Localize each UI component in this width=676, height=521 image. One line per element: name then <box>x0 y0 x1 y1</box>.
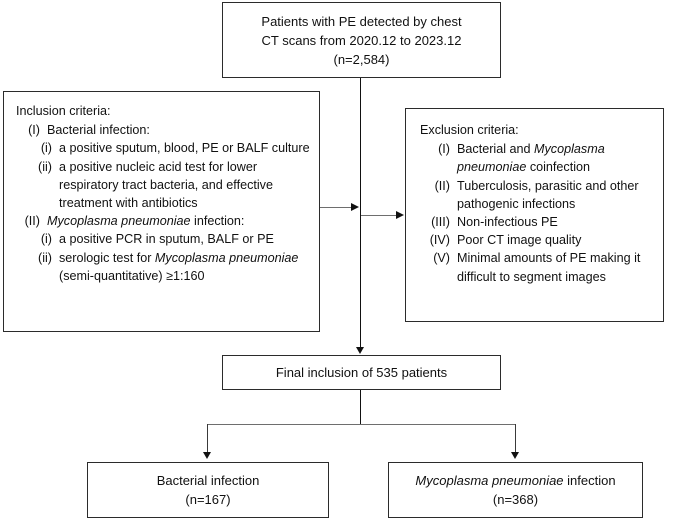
connector-main-to-exclusion <box>361 215 397 217</box>
inclusion-item-II-italic: Mycoplasma pneumoniae <box>47 214 191 229</box>
inclusion-heading: Inclusion criteria: <box>16 104 111 118</box>
exclusion-heading: Exclusion criteria: <box>420 123 519 137</box>
top-box-line-1: Patients with PE detected by chest <box>261 13 462 29</box>
inclusion-item-I-i-text: a positive sputum, blood, PE or BALF cul… <box>59 141 310 156</box>
outcome-mycoplasma-label: Mycoplasma pneumoniae infection <box>415 471 615 490</box>
arrow-to-bacterial-box <box>203 452 211 459</box>
inclusion-item-II-ii-italic: Mycoplasma pneumoniae <box>154 250 299 265</box>
exclusion-item-V-marker: (V) <box>433 251 450 266</box>
exclusion-item-IV-marker: (IV) <box>429 233 450 248</box>
inclusion-item-II-ii-text: serologic test for Mycoplasma pneumoniae… <box>59 249 310 285</box>
arrow-into-final-box <box>356 347 364 354</box>
connector-inclusion-to-main <box>320 207 352 209</box>
inclusion-item-II-marker: (II) <box>24 214 40 229</box>
exclusion-item-IV: (IV) Poor CT image quality <box>420 231 654 249</box>
outcome-box-mycoplasma: Mycoplasma pneumoniae infection (n=368) <box>388 462 643 518</box>
exclusion-item-III-text: Non-infectious PE <box>457 215 558 230</box>
inclusion-item-II-ii-marker: (ii) <box>38 250 52 265</box>
exclusion-item-II-text: Tuberculosis, parasitic and other pathog… <box>457 178 639 211</box>
inclusion-item-I: (I) Bacterial infection: <box>16 121 310 139</box>
inclusion-item-II-i-marker: (i) <box>40 232 52 247</box>
inclusion-item-I-marker: (I) <box>28 123 40 138</box>
exclusion-item-V: (V) Minimal amounts of PE making it diff… <box>420 249 654 285</box>
inclusion-item-II-i: (i) a positive PCR in sputum, BALF or PE <box>16 230 310 248</box>
exclusion-item-I: (I) Bacterial and Mycoplasma pneumoniae … <box>420 140 654 176</box>
inclusion-item-II-ii-head: serologic test for <box>59 250 155 265</box>
outcome-mycoplasma-count: (n=368) <box>492 492 539 507</box>
exclusion-item-II: (II) Tuberculosis, parasitic and other p… <box>420 177 654 213</box>
outcome-mycoplasma-rest: infection <box>563 473 616 488</box>
exclusion-item-II-marker: (II) <box>434 178 450 193</box>
inclusion-item-I-i-marker: (i) <box>40 141 52 156</box>
inclusion-item-II-ii-tail: (semi-quantitative) ≥1:160 <box>59 268 205 283</box>
outcome-mycoplasma-italic: Mycoplasma pneumoniae <box>415 473 564 488</box>
inclusion-item-II: (II) Mycoplasma pneumoniae infection: <box>16 212 310 230</box>
top-box-line-3: (n=2,584) <box>333 51 390 67</box>
inclusion-item-II-i-text: a positive PCR in sputum, BALF or PE <box>59 232 274 247</box>
inclusion-item-I-text: Bacterial infection: <box>47 123 150 138</box>
exclusion-item-III: (III) Non-infectious PE <box>420 213 654 231</box>
connector-branch-horizontal <box>208 424 516 426</box>
arrow-inclusion-to-main <box>351 203 359 211</box>
inclusion-item-I-ii-marker: (ii) <box>38 159 52 174</box>
connector-branch-left-down <box>207 424 209 453</box>
exclusion-item-I-text: Bacterial and Mycoplasma pneumoniae coin… <box>457 140 654 176</box>
inclusion-item-II-text: Mycoplasma pneumoniae infection: <box>47 212 310 230</box>
connector-main-vertical <box>360 78 362 348</box>
exclusion-item-I-tail: coinfection <box>526 160 591 175</box>
arrow-main-to-exclusion <box>396 211 404 219</box>
outcome-bacterial-label: Bacterial infection <box>156 473 260 488</box>
inclusion-item-I-i: (i) a positive sputum, blood, PE or BALF… <box>16 139 310 157</box>
outcome-box-bacterial: Bacterial infection (n=167) <box>87 462 329 518</box>
connector-branch-right-down <box>515 424 517 453</box>
exclusion-criteria-box: Exclusion criteria: (I) Bacterial and My… <box>405 108 664 322</box>
inclusion-item-II-ii: (ii) serologic test for Mycoplasma pneum… <box>16 249 310 285</box>
exclusion-item-I-italic: Mycoplasma pneumoniae <box>457 142 605 175</box>
final-inclusion-text: Final inclusion of 535 patients <box>275 365 448 380</box>
exclusion-item-IV-text: Poor CT image quality <box>457 233 582 248</box>
inclusion-item-II-tail: infection: <box>190 214 245 229</box>
exclusion-item-I-marker: (I) <box>438 142 450 157</box>
exclusion-item-III-marker: (III) <box>431 215 450 230</box>
connector-final-down <box>360 390 362 424</box>
exclusion-item-I-head: Bacterial and <box>457 142 535 157</box>
top-box-line-2: CT scans from 2020.12 to 2023.12 <box>261 32 462 48</box>
top-box-patients: Patients with PE detected by chest CT sc… <box>222 2 501 78</box>
inclusion-item-I-ii-text: a positive nucleic acid test for lower r… <box>59 159 273 211</box>
outcome-bacterial-count: (n=167) <box>185 492 231 507</box>
inclusion-item-I-ii: (ii) a positive nucleic acid test for lo… <box>16 158 310 213</box>
final-inclusion-box: Final inclusion of 535 patients <box>222 355 501 390</box>
arrow-to-mycoplasma-box <box>511 452 519 459</box>
inclusion-criteria-box: Inclusion criteria: (I) Bacterial infect… <box>3 91 320 332</box>
exclusion-item-V-text: Minimal amounts of PE making it difficul… <box>457 251 641 284</box>
